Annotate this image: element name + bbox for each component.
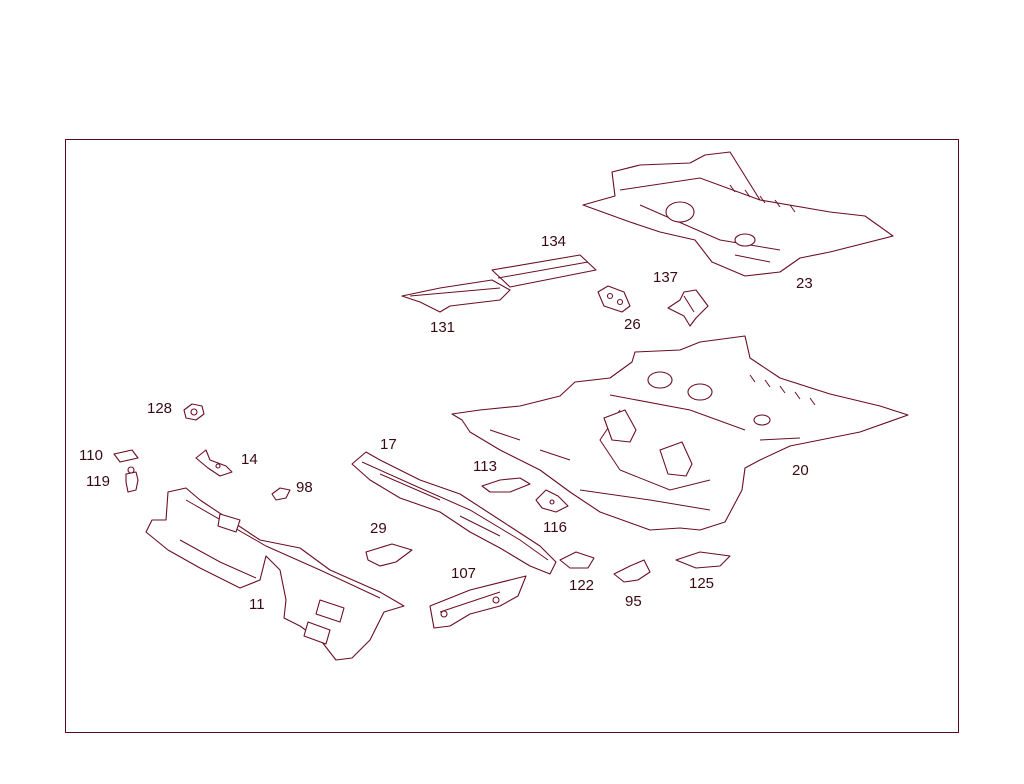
part-128-nut xyxy=(183,403,205,421)
diagram-frame xyxy=(65,139,959,733)
callout-95: 95 xyxy=(625,593,642,610)
part-119-bolt xyxy=(125,466,139,493)
callout-137: 137 xyxy=(653,269,679,286)
part-113-bracket xyxy=(481,477,531,493)
callout-98: 98 xyxy=(296,479,313,496)
callout-128: 128 xyxy=(147,400,173,417)
part-17-member xyxy=(351,451,557,575)
callout-131: 131 xyxy=(430,319,456,336)
part-110-clip xyxy=(113,449,139,463)
part-23-rear-floor xyxy=(582,151,894,277)
part-11-crossmember xyxy=(145,487,405,661)
callout-20: 20 xyxy=(792,462,809,479)
callout-116: 116 xyxy=(543,519,567,536)
part-26-bracket xyxy=(597,285,631,313)
part-122-bracket xyxy=(559,551,595,569)
callout-119: 119 xyxy=(86,473,110,490)
part-14-bracket xyxy=(195,449,233,477)
part-107-reinforcement xyxy=(429,575,527,629)
callout-110: 110 xyxy=(79,447,103,464)
part-131-strip xyxy=(401,279,511,313)
callout-125: 125 xyxy=(689,575,715,592)
part-95-bracket xyxy=(613,559,651,583)
part-20-main-floor xyxy=(451,335,909,531)
part-116-bracket xyxy=(535,489,569,513)
callout-14: 14 xyxy=(241,451,258,468)
callout-122: 122 xyxy=(569,577,595,594)
callout-107: 107 xyxy=(451,565,477,582)
callout-134: 134 xyxy=(541,233,567,250)
callout-26: 26 xyxy=(624,316,641,333)
callout-113: 113 xyxy=(473,458,497,475)
callout-11: 11 xyxy=(249,596,265,613)
part-134-strip xyxy=(491,254,597,288)
part-29-bracket xyxy=(365,543,413,567)
callout-29: 29 xyxy=(370,520,387,537)
part-98-clip xyxy=(271,487,291,501)
part-137-bracket xyxy=(667,289,709,327)
callout-17: 17 xyxy=(380,436,397,453)
part-125-bracket xyxy=(675,551,731,569)
callout-23: 23 xyxy=(796,275,813,292)
